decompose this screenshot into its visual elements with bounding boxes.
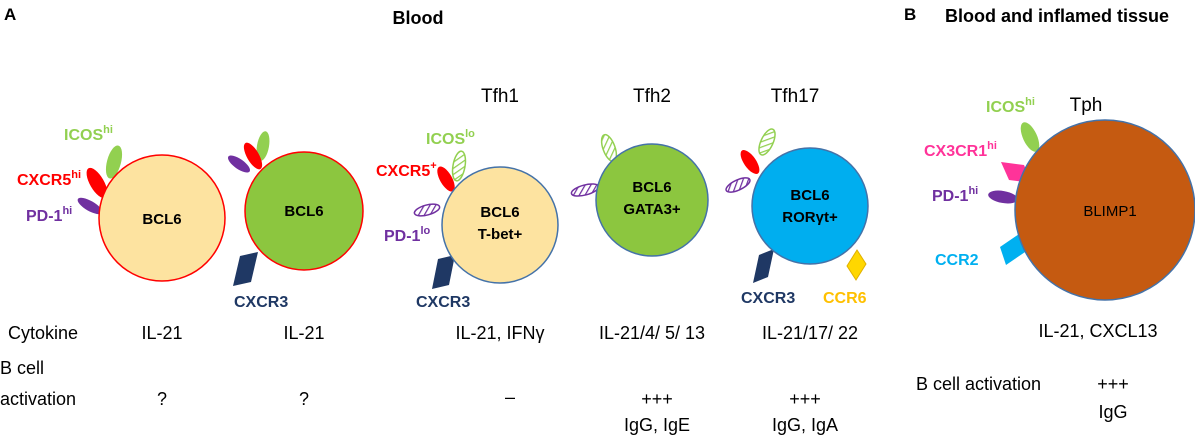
nucleus-label: BCL6 [632,179,671,196]
cell-4-tfh2: BCL6 GATA3+ [570,133,709,257]
tph-activation: +++ [1097,374,1129,394]
cytokine-cell-3: IL-21, IFNγ [455,323,544,343]
tph-activation-ig: IgG [1098,402,1127,422]
subset-label-tfh17: Tfh17 [771,86,820,107]
receptor-pd1 [570,183,600,197]
row-label-activation-1: B cell [0,358,44,378]
nucleus-label: BCL6 [480,204,519,221]
subset-label-tfh2: Tfh2 [633,86,671,107]
marker-cxcr3-label: CXCR3 [741,290,795,307]
receptor-cxcr5 [243,142,263,170]
marker-pd1-label: PD-1lo [384,225,431,245]
marker-ccr2-label: CCR2 [935,252,979,269]
cell-tph: BLIMP1 ICOShi CX3CR1hi PD-1hi CCR2 [924,96,1195,301]
cell-body [751,147,869,265]
cytokine-cell-5: IL-21/17/ 22 [762,323,858,343]
receptor-icos [256,131,270,161]
cell-body [244,151,364,271]
receptor-pd1 [725,177,751,193]
receptor-cxcr5 [740,150,760,174]
cell-body [98,154,226,282]
marker-pd1-label: PD-1hi [932,185,978,205]
marker-icos-label: ICOShi [986,96,1035,116]
nucleus-label: BCL6 [284,203,323,220]
cytokine-cell-1: IL-21 [141,323,182,343]
activation-cell-5-ig: IgG, IgA [772,415,838,435]
activation-cell-4: +++ [641,389,673,409]
nucleus-label: BLIMP1 [1083,203,1136,220]
marker-icos-label: ICOShi [64,124,113,144]
receptor-icos [451,150,467,182]
panel-a-title: Blood [393,8,444,28]
cytokine-cell-4: IL-21/4/ 5/ 13 [599,323,705,343]
cell-2: BCL6 CXCR3 [227,131,364,311]
marker-pd1-label: PD-1hi [26,205,72,225]
marker-cx3cr1-label: CX3CR1hi [924,140,997,160]
subset-label-tph: Tph [1070,95,1103,116]
cell-1: BCL6 ICOShi CXCR5hi PD-1hi [17,124,226,282]
receptor-ccr6 [846,249,867,281]
tph-cytokine: IL-21, CXCL13 [1038,321,1157,341]
receptor-icos [758,128,776,156]
row-label-cytokine: Cytokine [8,323,78,343]
nucleus-label: BCL6 [790,187,829,204]
receptor-pd1 [77,197,103,215]
activation-cell-1: ? [157,389,167,409]
panel-a-letter: A [4,5,16,24]
cell-body [595,143,709,257]
cell-body [441,166,559,284]
cell-body [1014,119,1195,301]
activation-cell-3: – [505,387,515,407]
nucleus-label-tbet: T-bet+ [478,226,523,243]
receptor-cxcr3 [753,249,774,283]
marker-cxcr5-label: CXCR5hi [17,169,81,189]
nucleus-label-rorgt: RORγt+ [782,209,838,226]
marker-cxcr3-label: CXCR3 [416,294,470,311]
marker-ccr6-label: CCR6 [823,290,867,307]
cell-3-tfh1: BCL6 T-bet+ ICOSlo CXCR5+ PD-1lo CXCR3 [376,128,559,311]
receptor-pd1 [413,203,441,217]
cell-5-tfh17: BCL6 RORγt+ CXCR3 CCR6 [725,128,869,307]
activation-cell-2: ? [299,389,309,409]
receptor-cxcr5 [437,166,455,192]
marker-cxcr3-label: CXCR3 [234,294,288,311]
receptor-cxcr3 [233,252,258,286]
row-label-activation-2: activation [0,389,76,409]
cytokine-cell-2: IL-21 [283,323,324,343]
activation-cell-5: +++ [789,389,821,409]
receptor-pd1 [988,190,1018,204]
activation-cell-4-ig: IgG, IgE [624,415,690,435]
nucleus-label-gata3: GATA3+ [623,201,681,218]
tph-activation-label: B cell activation [916,374,1041,394]
receptor-icos [105,145,123,179]
receptor-cxcr5 [86,167,108,199]
panel-b-letter: B [904,5,916,24]
receptor-icos [1020,122,1040,152]
marker-cxcr5-label: CXCR5+ [376,160,437,180]
subset-label-tfh1: Tfh1 [481,86,519,107]
receptor-cxcr3 [432,255,455,289]
marker-icos-label: ICOSlo [426,128,475,148]
panel-b-title: Blood and inflamed tissue [945,6,1169,26]
receptor-pd1 [227,155,251,173]
nucleus-label: BCL6 [142,211,181,228]
